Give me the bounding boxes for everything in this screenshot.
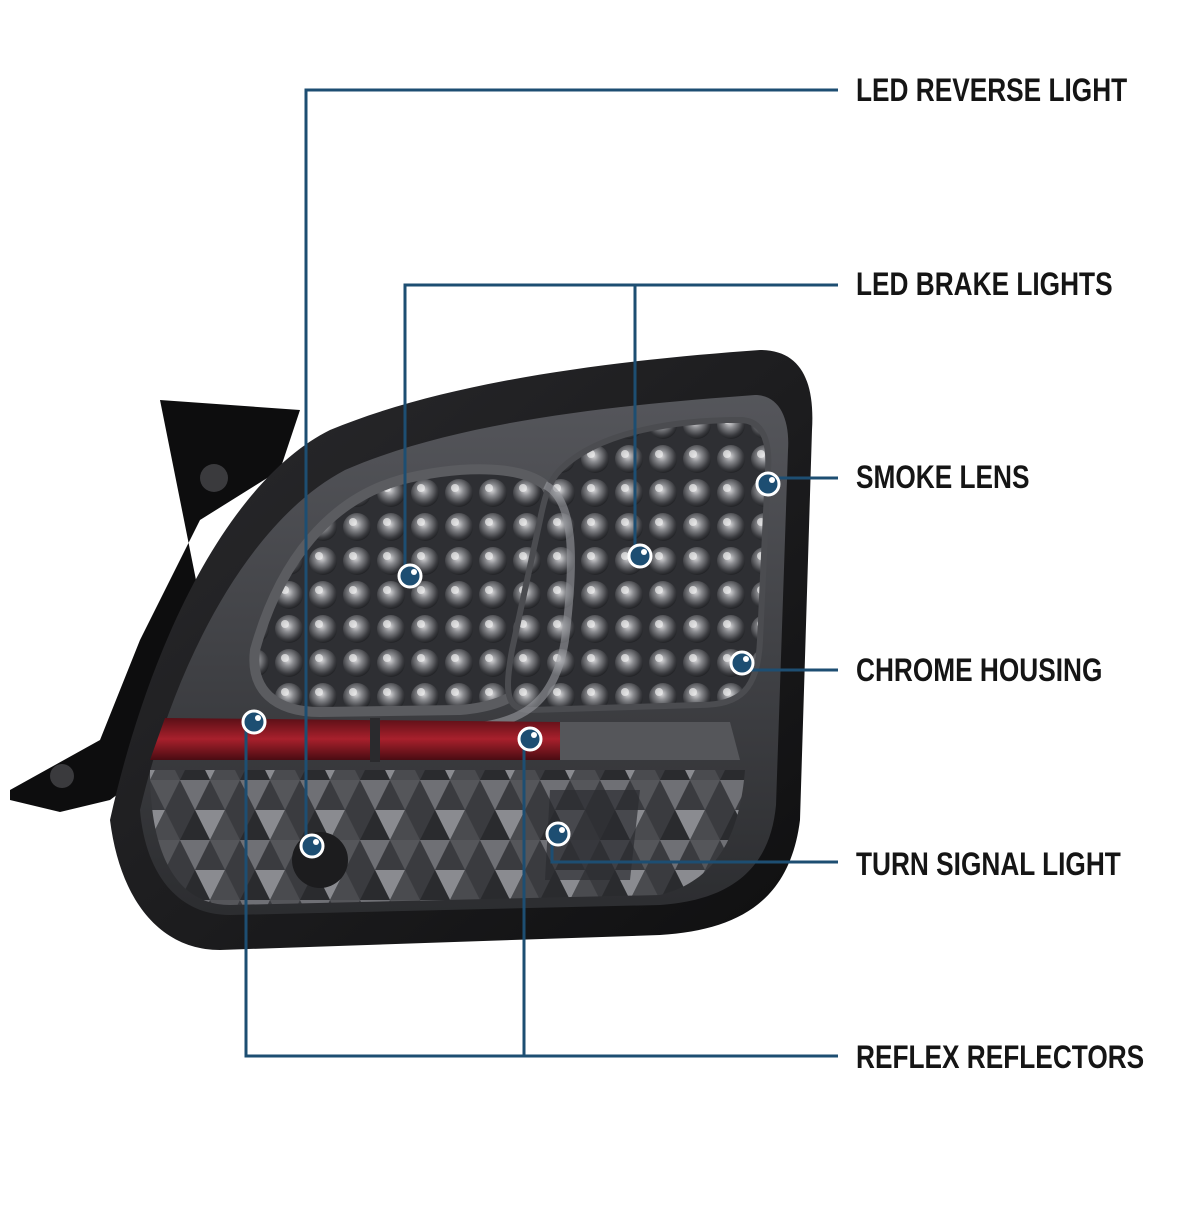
callout-line-reflex xyxy=(244,722,838,1058)
label-turn-signal-light: TURN SIGNAL LIGHT xyxy=(856,846,1121,882)
label-led-reverse-light: LED REVERSE LIGHT xyxy=(856,72,1128,108)
callout-dots xyxy=(241,471,781,859)
callout-dot-reflex-left xyxy=(241,709,267,735)
label-led-brake-lights: LED BRAKE LIGHTS xyxy=(856,266,1113,302)
mount-hole-top xyxy=(200,464,228,492)
label-chrome-housing: CHROME HOUSING xyxy=(856,652,1103,688)
callout-dot-led-brake-left xyxy=(397,563,423,589)
mount-hole-bottom xyxy=(50,764,74,788)
callout-dot-reflex-center xyxy=(517,726,543,752)
turn-signal-pocket xyxy=(545,790,640,880)
callout-dot-chrome-housing xyxy=(729,650,755,676)
callout-dot-smoke-lens xyxy=(755,471,781,497)
callout-dot-led-reverse xyxy=(299,833,325,859)
label-reflex-reflectors: REFLEX REFLECTORS xyxy=(856,1039,1145,1075)
callout-dot-turn-signal xyxy=(545,821,571,847)
lower-reflector-section xyxy=(150,770,745,905)
chrome-ring xyxy=(459,481,575,732)
reflector-strip xyxy=(150,718,560,760)
reflector-strip-divider xyxy=(370,718,380,762)
callout-dot-led-brake-right xyxy=(627,543,653,569)
callout-lines xyxy=(244,88,838,1058)
callout-line-led-reverse xyxy=(304,88,838,846)
reflector-strip-right xyxy=(560,722,740,760)
label-smoke-lens: SMOKE LENS xyxy=(856,459,1030,495)
callout-line-led-brake xyxy=(403,283,838,576)
